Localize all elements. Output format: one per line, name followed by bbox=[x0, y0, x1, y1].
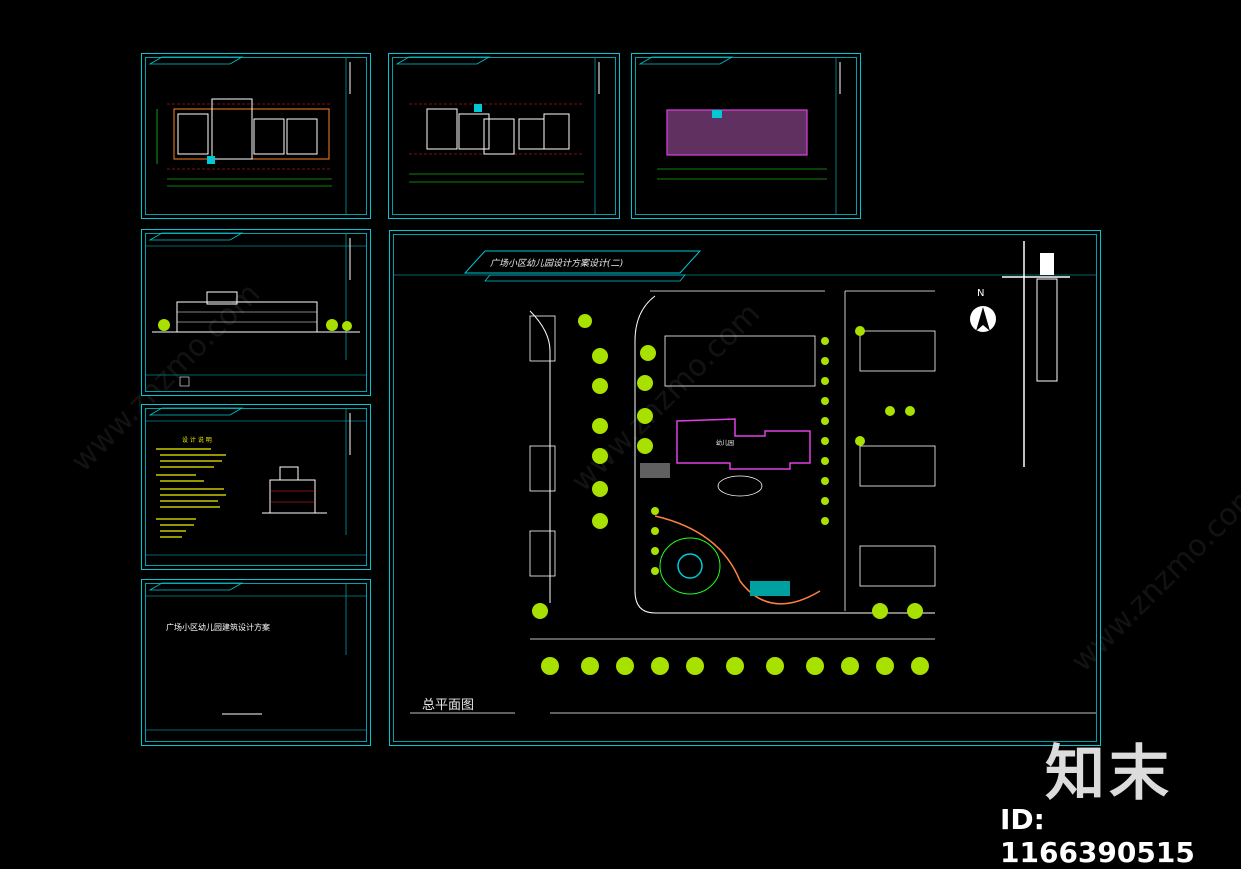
cover-sheet[interactable]: 广场小区幼儿园建筑设计方案 bbox=[141, 579, 371, 746]
north-label: N bbox=[977, 288, 985, 299]
notes-body bbox=[156, 447, 246, 542]
roof-plan-sheet[interactable] bbox=[631, 53, 861, 219]
building-label: 幼儿园 bbox=[716, 440, 735, 447]
notes-sheet[interactable]: 设 计 说 明 bbox=[141, 404, 371, 570]
brand-id: ID: 1166390515 bbox=[1000, 803, 1195, 869]
notes-heading: 设 计 说 明 bbox=[182, 437, 212, 444]
floor-plan-drawing bbox=[395, 56, 600, 214]
site-plan-title: 广场小区幼儿园设计方案设计(二) bbox=[490, 259, 624, 269]
site-plan-caption: 总平面图 bbox=[422, 698, 475, 713]
elevation-drawing bbox=[146, 232, 366, 387]
brand-logo: 知末 bbox=[1045, 739, 1173, 809]
section-drawing bbox=[146, 407, 366, 556]
floor-plan-sheet-2[interactable] bbox=[388, 53, 620, 219]
roof-plan-drawing bbox=[638, 56, 841, 214]
elevation-sheet[interactable] bbox=[141, 229, 371, 396]
site-plan-drawing bbox=[394, 241, 1096, 714]
cover-title: 广场小区幼儿园建筑设计方案 bbox=[166, 623, 270, 632]
floor-plan-drawing bbox=[148, 56, 351, 214]
site-plan-sheet[interactable] bbox=[389, 230, 1101, 746]
floor-plan-sheet-1[interactable] bbox=[141, 53, 371, 219]
cover-frame bbox=[146, 582, 366, 731]
